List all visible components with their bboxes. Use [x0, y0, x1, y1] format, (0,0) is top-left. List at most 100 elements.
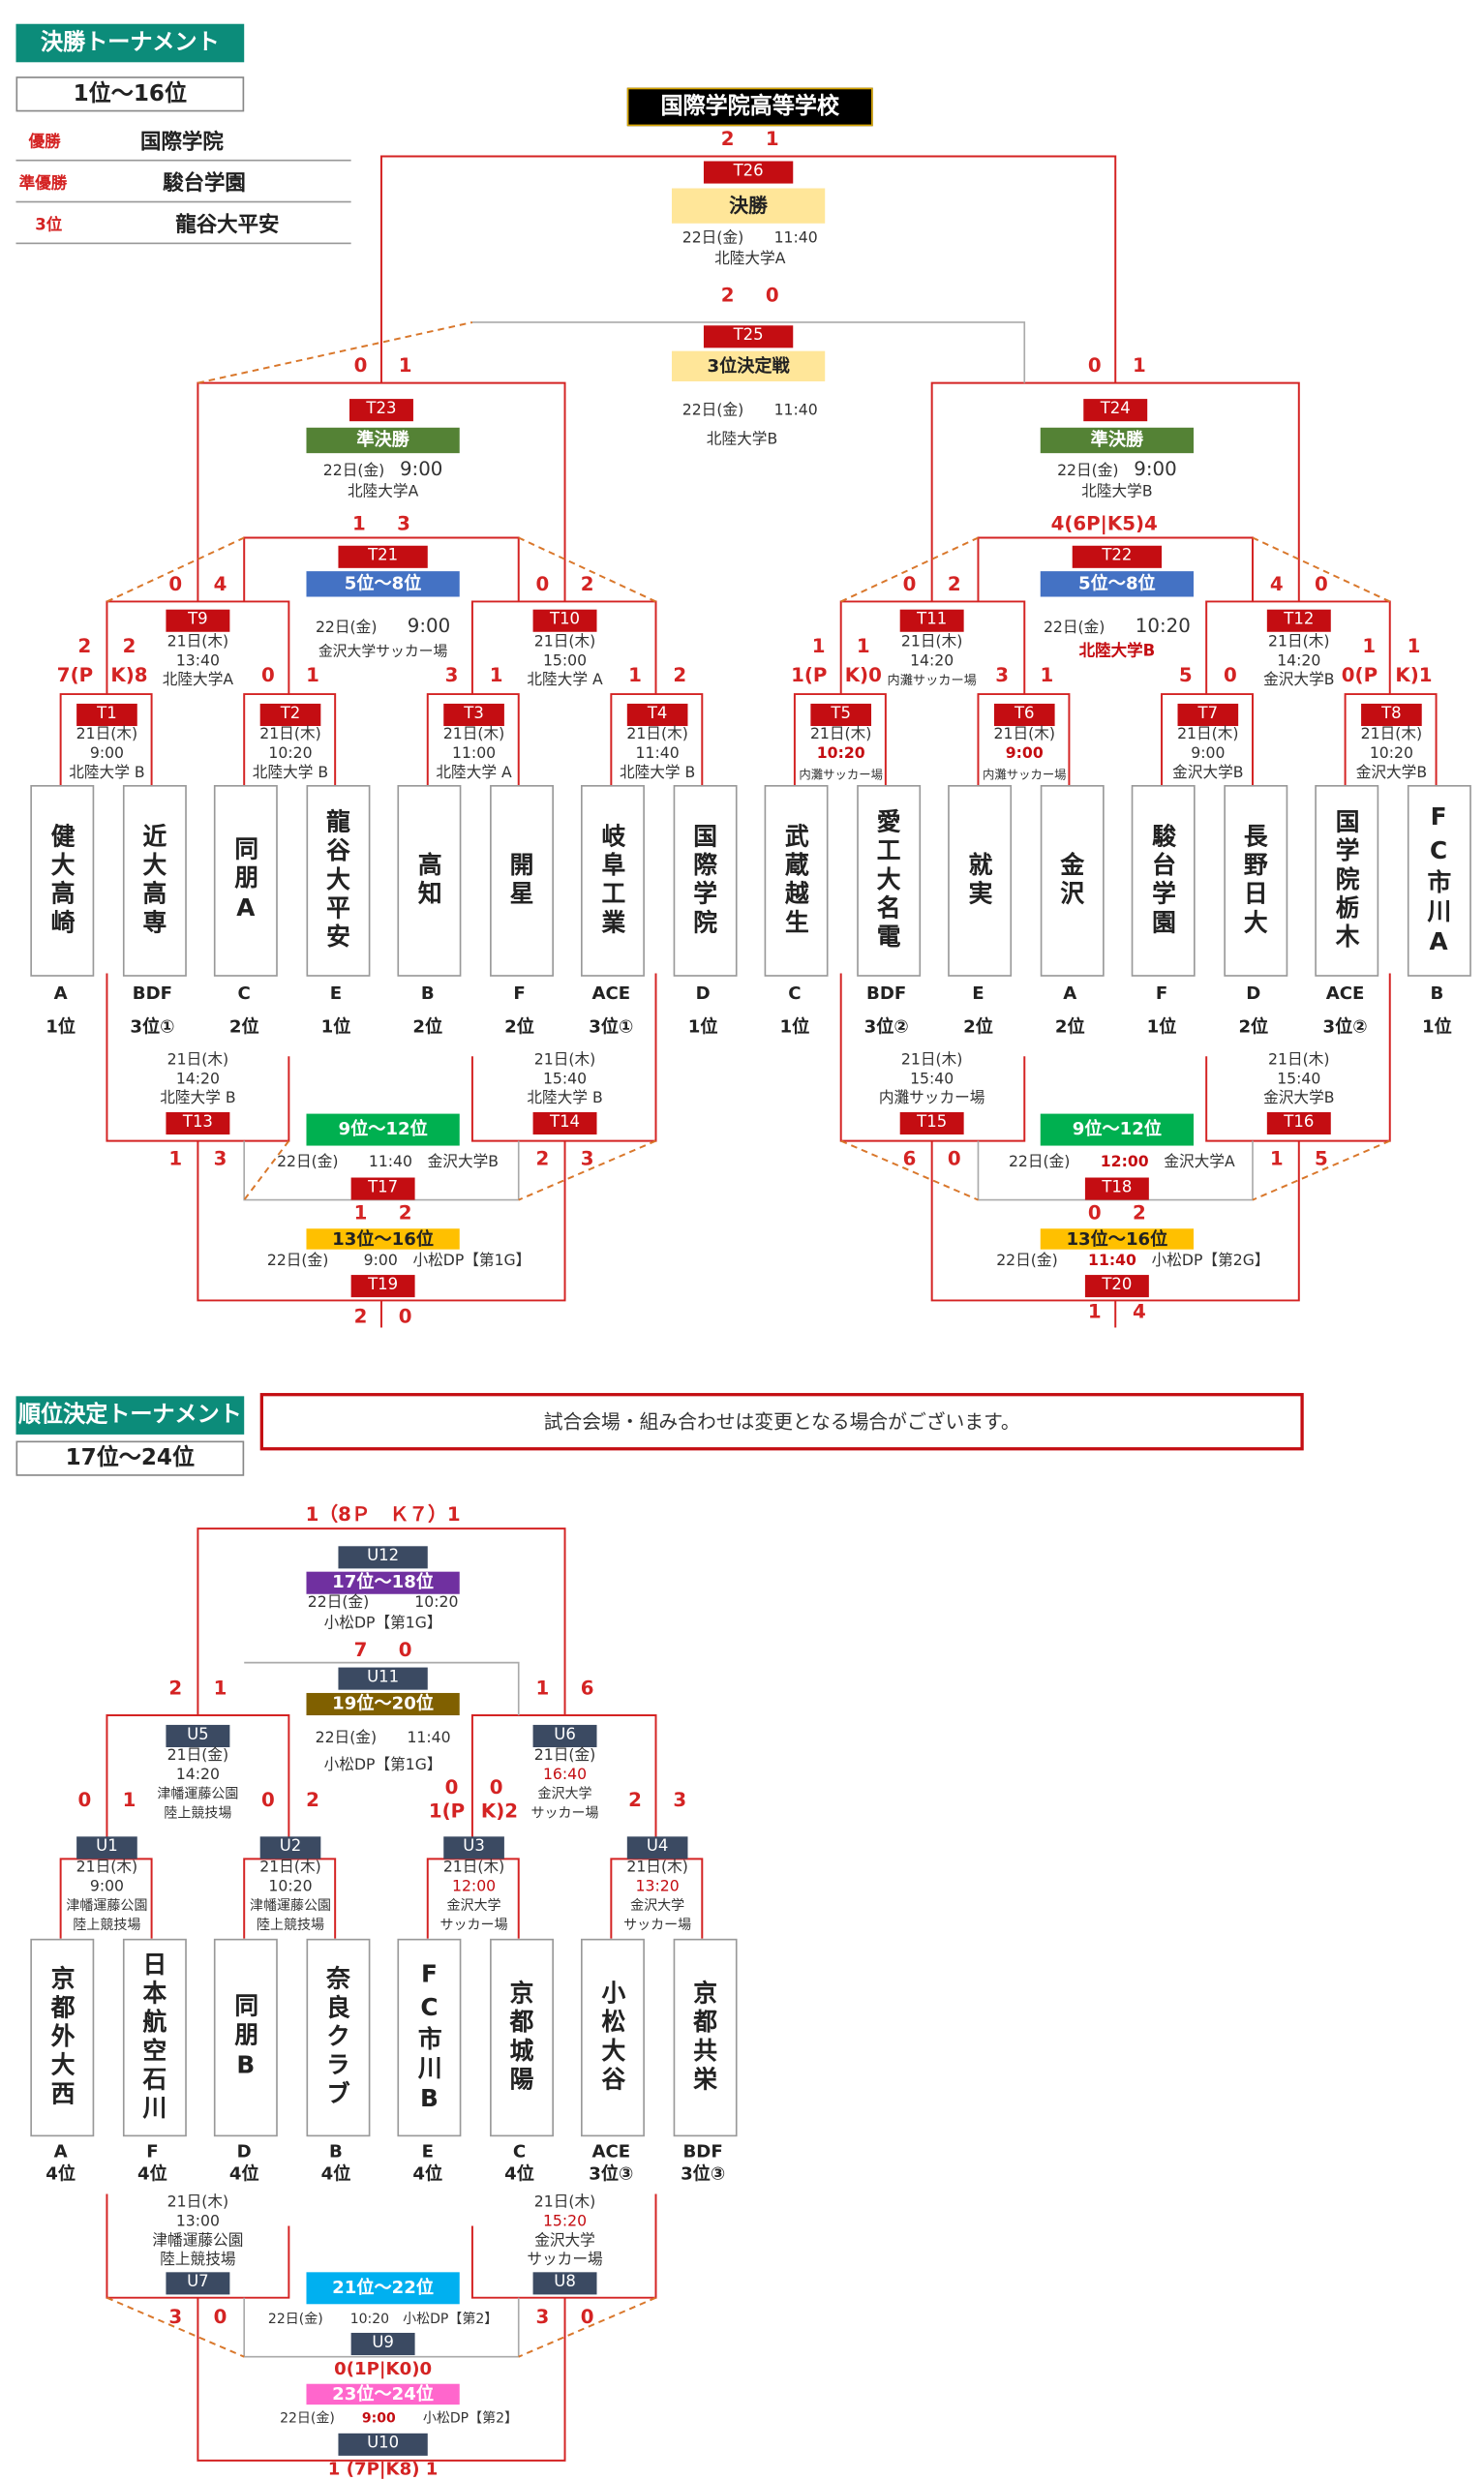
team-name: 武蔵越生 — [781, 823, 811, 939]
match-label: 17位〜18位 — [306, 1571, 460, 1594]
team-box: 武蔵越生 — [764, 785, 829, 977]
match-time: 16:40 — [542, 1766, 588, 1784]
team-group: D — [695, 983, 711, 1004]
match-info: 22日(金) 10:20 小松DP【第2】 — [267, 2312, 499, 2329]
team-group: F — [146, 2141, 159, 2162]
match-venue: 北陸大学B — [1078, 643, 1156, 661]
match-date: 21日(金) — [167, 1746, 229, 1766]
team-group: E — [972, 983, 984, 1004]
match-venue: 北陸大学 A — [436, 764, 512, 782]
match-venue: 北陸大学 B — [619, 764, 696, 782]
team-box: 健大高崎 — [30, 785, 95, 977]
match-venue: 金沢大学 — [537, 1787, 592, 1803]
match-code: T9 — [166, 609, 230, 632]
team-name: 国学院栃木 — [1332, 808, 1362, 953]
section-range: 17位〜24位 — [15, 1440, 245, 1476]
team-group: A — [1063, 983, 1077, 1004]
score: 0 — [444, 1775, 459, 1799]
match-code: T14 — [532, 1111, 597, 1135]
score: 0 — [261, 663, 275, 686]
match-venue: 北陸大学 B — [252, 764, 329, 782]
match-time: 11:40 — [635, 744, 680, 763]
match-time: 10:20 — [268, 744, 313, 763]
team-name: FC市川B — [414, 1958, 444, 2117]
score: 1 — [168, 1147, 183, 1170]
champion-banner: 国際学院高等学校 — [626, 87, 873, 127]
match-code: T12 — [1266, 609, 1331, 632]
match-info: 22日(金) 9:00 — [1057, 458, 1177, 481]
team-group: F — [1155, 983, 1168, 1004]
match-venue-2: 陸上競技場 — [164, 1805, 232, 1823]
team-rank: 1位 — [1422, 1016, 1452, 1038]
score: 2 — [168, 1677, 183, 1700]
team-rank: 3位② — [863, 1016, 909, 1038]
match-time: 11:00 — [451, 744, 497, 763]
score: 0 — [168, 572, 183, 595]
score: 2 — [580, 572, 594, 595]
match-time: 14:20 — [175, 1071, 220, 1089]
match-code: T18 — [1084, 1177, 1149, 1200]
match-date: 21日(木) — [167, 1051, 229, 1070]
team-box: 同朋B — [213, 1938, 278, 2137]
score: 1（8Ｐ Ｋ７）1 — [305, 1502, 461, 1526]
match-code: T24 — [1083, 399, 1148, 422]
team-rank: 4位 — [320, 2163, 351, 2185]
match-code: T7 — [1177, 703, 1239, 727]
team-rank: 2位 — [1238, 1016, 1269, 1038]
team-name: 近大高専 — [139, 823, 168, 939]
score: 4(6P|K5)4 — [1050, 512, 1158, 535]
match-time: 14:20 — [1277, 652, 1321, 671]
score: 0 — [398, 1638, 412, 1661]
match-date: 21日(木) — [626, 1859, 688, 1877]
match-info: 22日(金) 11:40 — [315, 1729, 451, 1747]
score: 0 — [902, 572, 917, 595]
match-time: 15:40 — [1277, 1071, 1321, 1089]
score: 0(1P|K0)0 — [334, 2358, 433, 2379]
team-rank: 3位② — [1322, 1016, 1368, 1038]
match-code: T6 — [993, 703, 1055, 727]
team-box: 小松大谷 — [581, 1938, 645, 2137]
team-name: 開星 — [506, 852, 536, 910]
team-name: 国際学院 — [689, 823, 719, 939]
team-name: 長野日大 — [1240, 823, 1270, 939]
team-box: 岐阜工業 — [581, 785, 645, 977]
score: 2 — [720, 127, 735, 150]
match-time: 10:20 — [816, 744, 865, 763]
score: 1 (7P|K8) 1 — [327, 2459, 439, 2480]
score: 4 — [1133, 1300, 1146, 1323]
match-code: T25 — [703, 325, 794, 348]
team-name: 京都外大西 — [47, 1965, 77, 2110]
ranking-label: 優勝 — [28, 134, 61, 152]
team-group: ACE — [591, 2141, 631, 2162]
score: 1 — [122, 1788, 136, 1811]
ranking-label: 準優勝 — [18, 175, 68, 194]
score: 0 — [213, 2305, 227, 2329]
match-code: U9 — [350, 2332, 415, 2356]
score: 2 — [353, 1305, 368, 1328]
score: 1 — [353, 1201, 368, 1225]
match-date: 21日(木) — [167, 633, 229, 651]
team-name: 金沢 — [1057, 852, 1086, 910]
match-venue: 北陸大学B — [1081, 483, 1153, 501]
team-group: A — [53, 2141, 68, 2162]
team-rank: 3位① — [589, 1016, 634, 1038]
ranking-list: 優勝 国際学院 準優勝 駿台学園 3位 龍谷大平安 — [15, 120, 351, 245]
match-info: 22日(金) 11:40 — [681, 229, 818, 248]
team-name: 京都共栄 — [689, 1980, 719, 2096]
match-venue: 金沢大学 — [446, 1898, 501, 1916]
score: 1 — [351, 512, 366, 535]
team-box: 就実 — [948, 785, 1013, 977]
team-name: FC市川A — [1424, 801, 1453, 960]
score: 3 — [444, 663, 459, 686]
match-venue: 金沢大学B — [1172, 764, 1244, 782]
match-code: T2 — [259, 703, 321, 727]
match-venue-2: 陸上競技場 — [160, 2251, 236, 2270]
score: 3 — [213, 1147, 227, 1170]
match-code: U3 — [443, 1836, 504, 1860]
match-code: U12 — [338, 1546, 428, 1569]
match-venue-2: 陸上競技場 — [73, 1918, 141, 1934]
match-date: 21日(木) — [167, 2193, 229, 2212]
section-title: 順位決定トーナメント — [15, 1396, 245, 1435]
match-time: 15:40 — [542, 1071, 588, 1089]
score: 0 — [353, 353, 368, 378]
